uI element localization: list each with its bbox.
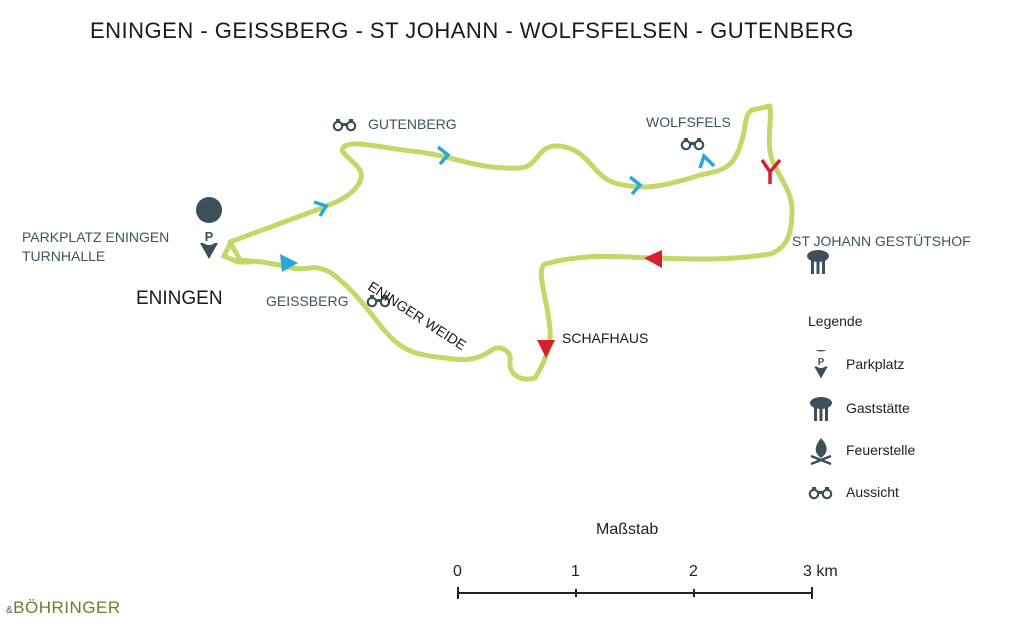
label-eningen: ENINGEN (136, 288, 223, 309)
campfire-icon (809, 436, 833, 466)
scale-title: Maßstab (596, 521, 659, 538)
direction-marker-blue (313, 200, 329, 217)
parking-pin-icon (811, 350, 831, 379)
label-gutenberg: GUTENBERG (368, 116, 457, 132)
scale-tick: 0 (453, 563, 462, 580)
label-parkplatz: PARKPLATZ ENINGEN TURNHALLE (22, 229, 170, 264)
label-geissberg: GEISSBERG (266, 293, 349, 309)
direction-marker-blue (628, 175, 643, 196)
binoculars-icon (808, 485, 833, 500)
parking-pin-icon (196, 197, 223, 259)
scale-tick: 2 (689, 563, 698, 580)
legend-item-parkplatz: Parkplatz (808, 350, 1008, 380)
binoculars-icon (680, 136, 705, 151)
scale-bar (457, 587, 813, 599)
legend-item-gaststaette: Gaststätte (808, 394, 1008, 424)
direction-arrow-red (644, 250, 662, 268)
scale-tick: 3 km (803, 563, 838, 580)
brand-logo: &BÖHRINGER (6, 598, 121, 617)
legend-item-aussicht: Aussicht (808, 478, 1008, 508)
legend-item-feuerstelle: Feuerstelle (808, 436, 1008, 466)
restaurant-icon (807, 250, 829, 274)
label-wolfsfels: WOLFSFELS (646, 114, 731, 130)
legend-title: Legende (808, 313, 863, 329)
label-st-johann: ST JOHANN GESTÜTSHOF (792, 233, 971, 249)
scale-tick: 1 (571, 563, 580, 580)
direction-arrow-blue (280, 254, 298, 272)
direction-arrow-red (537, 340, 555, 358)
map-title: ENINGEN - GEISSBERG - ST JOHANN - WOLFSF… (90, 18, 854, 43)
hiking-route (227, 103, 795, 382)
label-schafhaus: SCHAFHAUS (562, 330, 649, 346)
binoculars-icon (332, 117, 357, 132)
direction-marker-blue (436, 145, 451, 166)
direction-marker-blue (698, 152, 716, 169)
restaurant-icon (810, 397, 832, 421)
